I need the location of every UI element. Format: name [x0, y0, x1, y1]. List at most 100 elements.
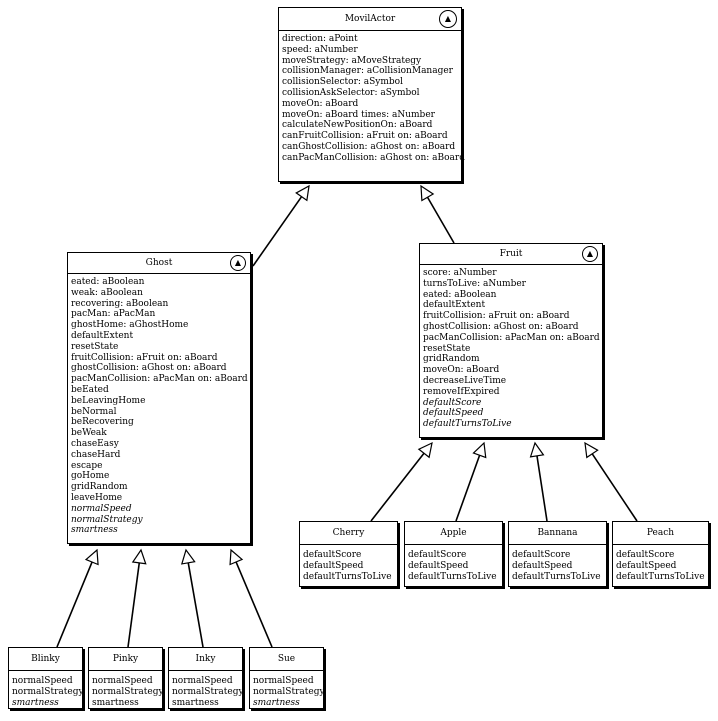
class-member: removeIfExpired: [423, 386, 500, 397]
generalization-line: [591, 453, 638, 522]
class-name: Inky: [195, 654, 216, 664]
class-member: direction: aPoint: [282, 34, 358, 44]
class-member: leaveHome: [71, 492, 123, 503]
class-member: moveOn: aBoard: [423, 365, 500, 376]
class-member: turnsToLive: aNumber: [423, 278, 526, 289]
class-member: eated: aBoolean: [423, 289, 497, 300]
class-member: normalStrategy: [172, 686, 244, 697]
class-member: beEated: [71, 384, 109, 395]
class-member: weak: aBoolean: [71, 287, 143, 298]
abstract-badge-icon: ▲: [439, 10, 457, 28]
class-header: MovilActor ▲: [279, 8, 461, 31]
hollow-arrowhead-icon: [584, 441, 599, 459]
class-member: decreaseLiveTime: [423, 375, 507, 386]
class-member: normalSpeed: [253, 676, 314, 686]
class-header: Fruit ▲: [420, 244, 602, 265]
class-member: moveStrategy: aMoveStrategy: [282, 55, 422, 66]
class-member: fruitCollision: aFruit on: aBoard: [423, 311, 570, 322]
class-member: defaultTurnsToLive: [423, 419, 512, 430]
hollow-arrowhead-icon: [420, 184, 435, 202]
class-member: defaultSpeed: [408, 560, 469, 571]
class-member: normalStrategy: [12, 686, 84, 697]
class-name: Pinky: [112, 654, 139, 664]
class-member: defaultScore: [408, 550, 467, 560]
class-name: Cherry: [332, 528, 365, 538]
class-name: Fruit: [499, 249, 523, 259]
class-member: smartness: [172, 697, 219, 708]
class-member: calculateNewPositionOn: aBoard: [282, 120, 433, 131]
hollow-arrowhead-icon: [417, 441, 433, 459]
class-member: eated: aBoolean: [71, 277, 145, 287]
class-name: Sue: [277, 654, 296, 664]
class-member: beWeak: [71, 428, 107, 439]
class-member: defaultSpeed: [423, 408, 484, 419]
generalization-pinky-to-ghost: [127, 548, 147, 648]
class-header: Inky: [169, 648, 242, 671]
hollow-arrowhead-icon: [295, 184, 310, 202]
class-member: pacManCollision: aPacMan on: aBoard: [423, 332, 600, 343]
class-name: MovilActor: [344, 14, 396, 24]
class-member: speed: aNumber: [282, 44, 358, 55]
generalization-line: [370, 452, 425, 522]
class-member: collisionAskSelector: aSymbol: [282, 87, 420, 98]
class-member: ghostCollision: aGhost on: aBoard: [423, 321, 579, 332]
generalization-sue-to-ghost: [229, 548, 273, 648]
class-member: ghostCollision: aGhost on: aBoard: [71, 363, 227, 374]
class-member: chaseEasy: [71, 438, 119, 449]
class-member: defaultTurnsToLive: [512, 571, 601, 582]
hollow-arrowhead-icon: [229, 548, 244, 566]
class-member: collisionSelector: aSymbol: [282, 77, 403, 88]
class-member: defaultScore: [423, 397, 482, 408]
class-member: moveOn: aBoard: [282, 98, 359, 109]
class-member: normalStrategy: [92, 686, 164, 697]
class-member: canFruitCollision: aFruit on: aBoard: [282, 131, 448, 142]
abstract-badge-icon: ▲: [230, 255, 246, 271]
generalization-inky-to-ghost: [180, 548, 204, 648]
class-member: canPacManCollision: aGhost on: aBoard: [282, 152, 465, 163]
class-name: Ghost: [145, 258, 173, 268]
class-member: canGhostCollision: aGhost on: aBoard: [282, 141, 456, 152]
class-member: recovering: aBoolean: [71, 298, 169, 309]
class-member: goHome: [71, 471, 110, 482]
generalization-line: [426, 196, 455, 244]
class-member: defaultSpeed: [512, 560, 573, 571]
generalization-line: [455, 454, 481, 522]
class-name: Blinky: [31, 654, 60, 664]
class-member: score: aNumber: [423, 268, 497, 278]
class-member: normalSpeed: [172, 676, 233, 686]
class-member: resetState: [71, 341, 119, 352]
class-member: normalStrategy: [71, 514, 143, 525]
class-member: beLeavingHome: [71, 395, 146, 406]
generalization-peach-to-fruit: [584, 441, 638, 522]
class-header: Sue: [250, 648, 323, 671]
class-header: Blinky: [9, 648, 82, 671]
generalization-ghost-to-movilactor: [252, 184, 310, 267]
class-member: chaseHard: [71, 449, 121, 460]
hollow-arrowhead-icon: [180, 548, 196, 565]
class-member: gridRandom: [71, 482, 128, 493]
class-member: defaultScore: [303, 550, 362, 560]
class-member: fruitCollision: aFruit on: aBoard: [71, 352, 218, 363]
generalization-line: [235, 561, 273, 648]
class-member: collisionManager: aCollisionManager: [282, 66, 453, 77]
class-header: Peach: [613, 522, 708, 545]
class-member: beRecovering: [71, 417, 134, 428]
class-member: beNormal: [71, 406, 117, 417]
class-name: Bannana: [537, 528, 578, 538]
